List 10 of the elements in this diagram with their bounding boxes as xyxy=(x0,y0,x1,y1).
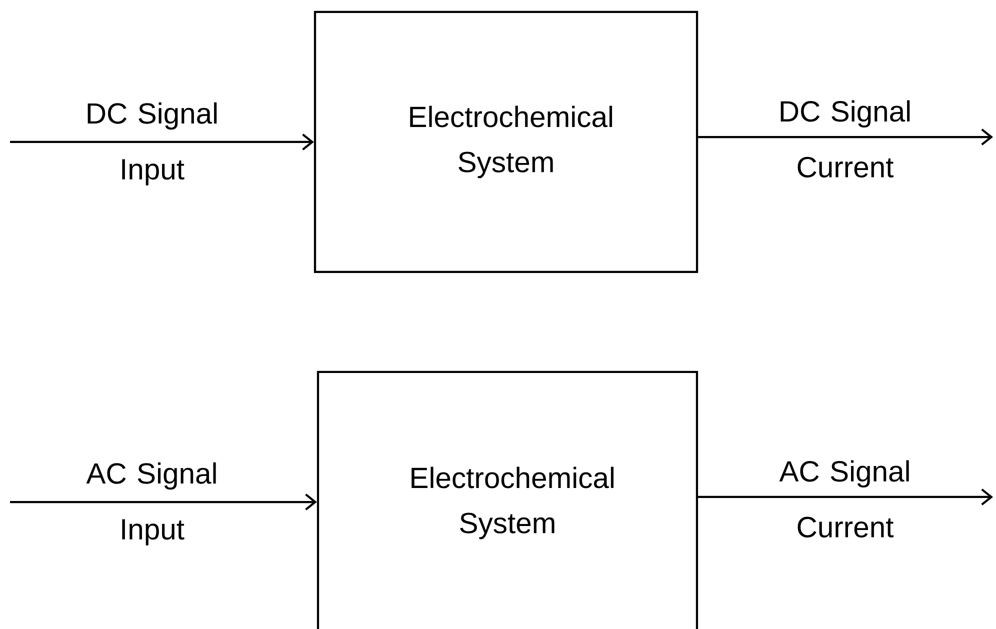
edge-label: AC Signal Current xyxy=(779,460,909,538)
edge-label: DC Signal Current xyxy=(780,100,910,178)
edge-label: DC Signal Input xyxy=(88,102,217,186)
system-box: Electrochemical System xyxy=(314,10,698,274)
arrow xyxy=(698,488,994,506)
arrow xyxy=(698,128,994,146)
arrow xyxy=(10,134,314,150)
edge-label: AC Signal Input xyxy=(86,462,216,546)
system-box: Electrochemical System xyxy=(316,370,698,629)
arrow xyxy=(10,494,317,510)
